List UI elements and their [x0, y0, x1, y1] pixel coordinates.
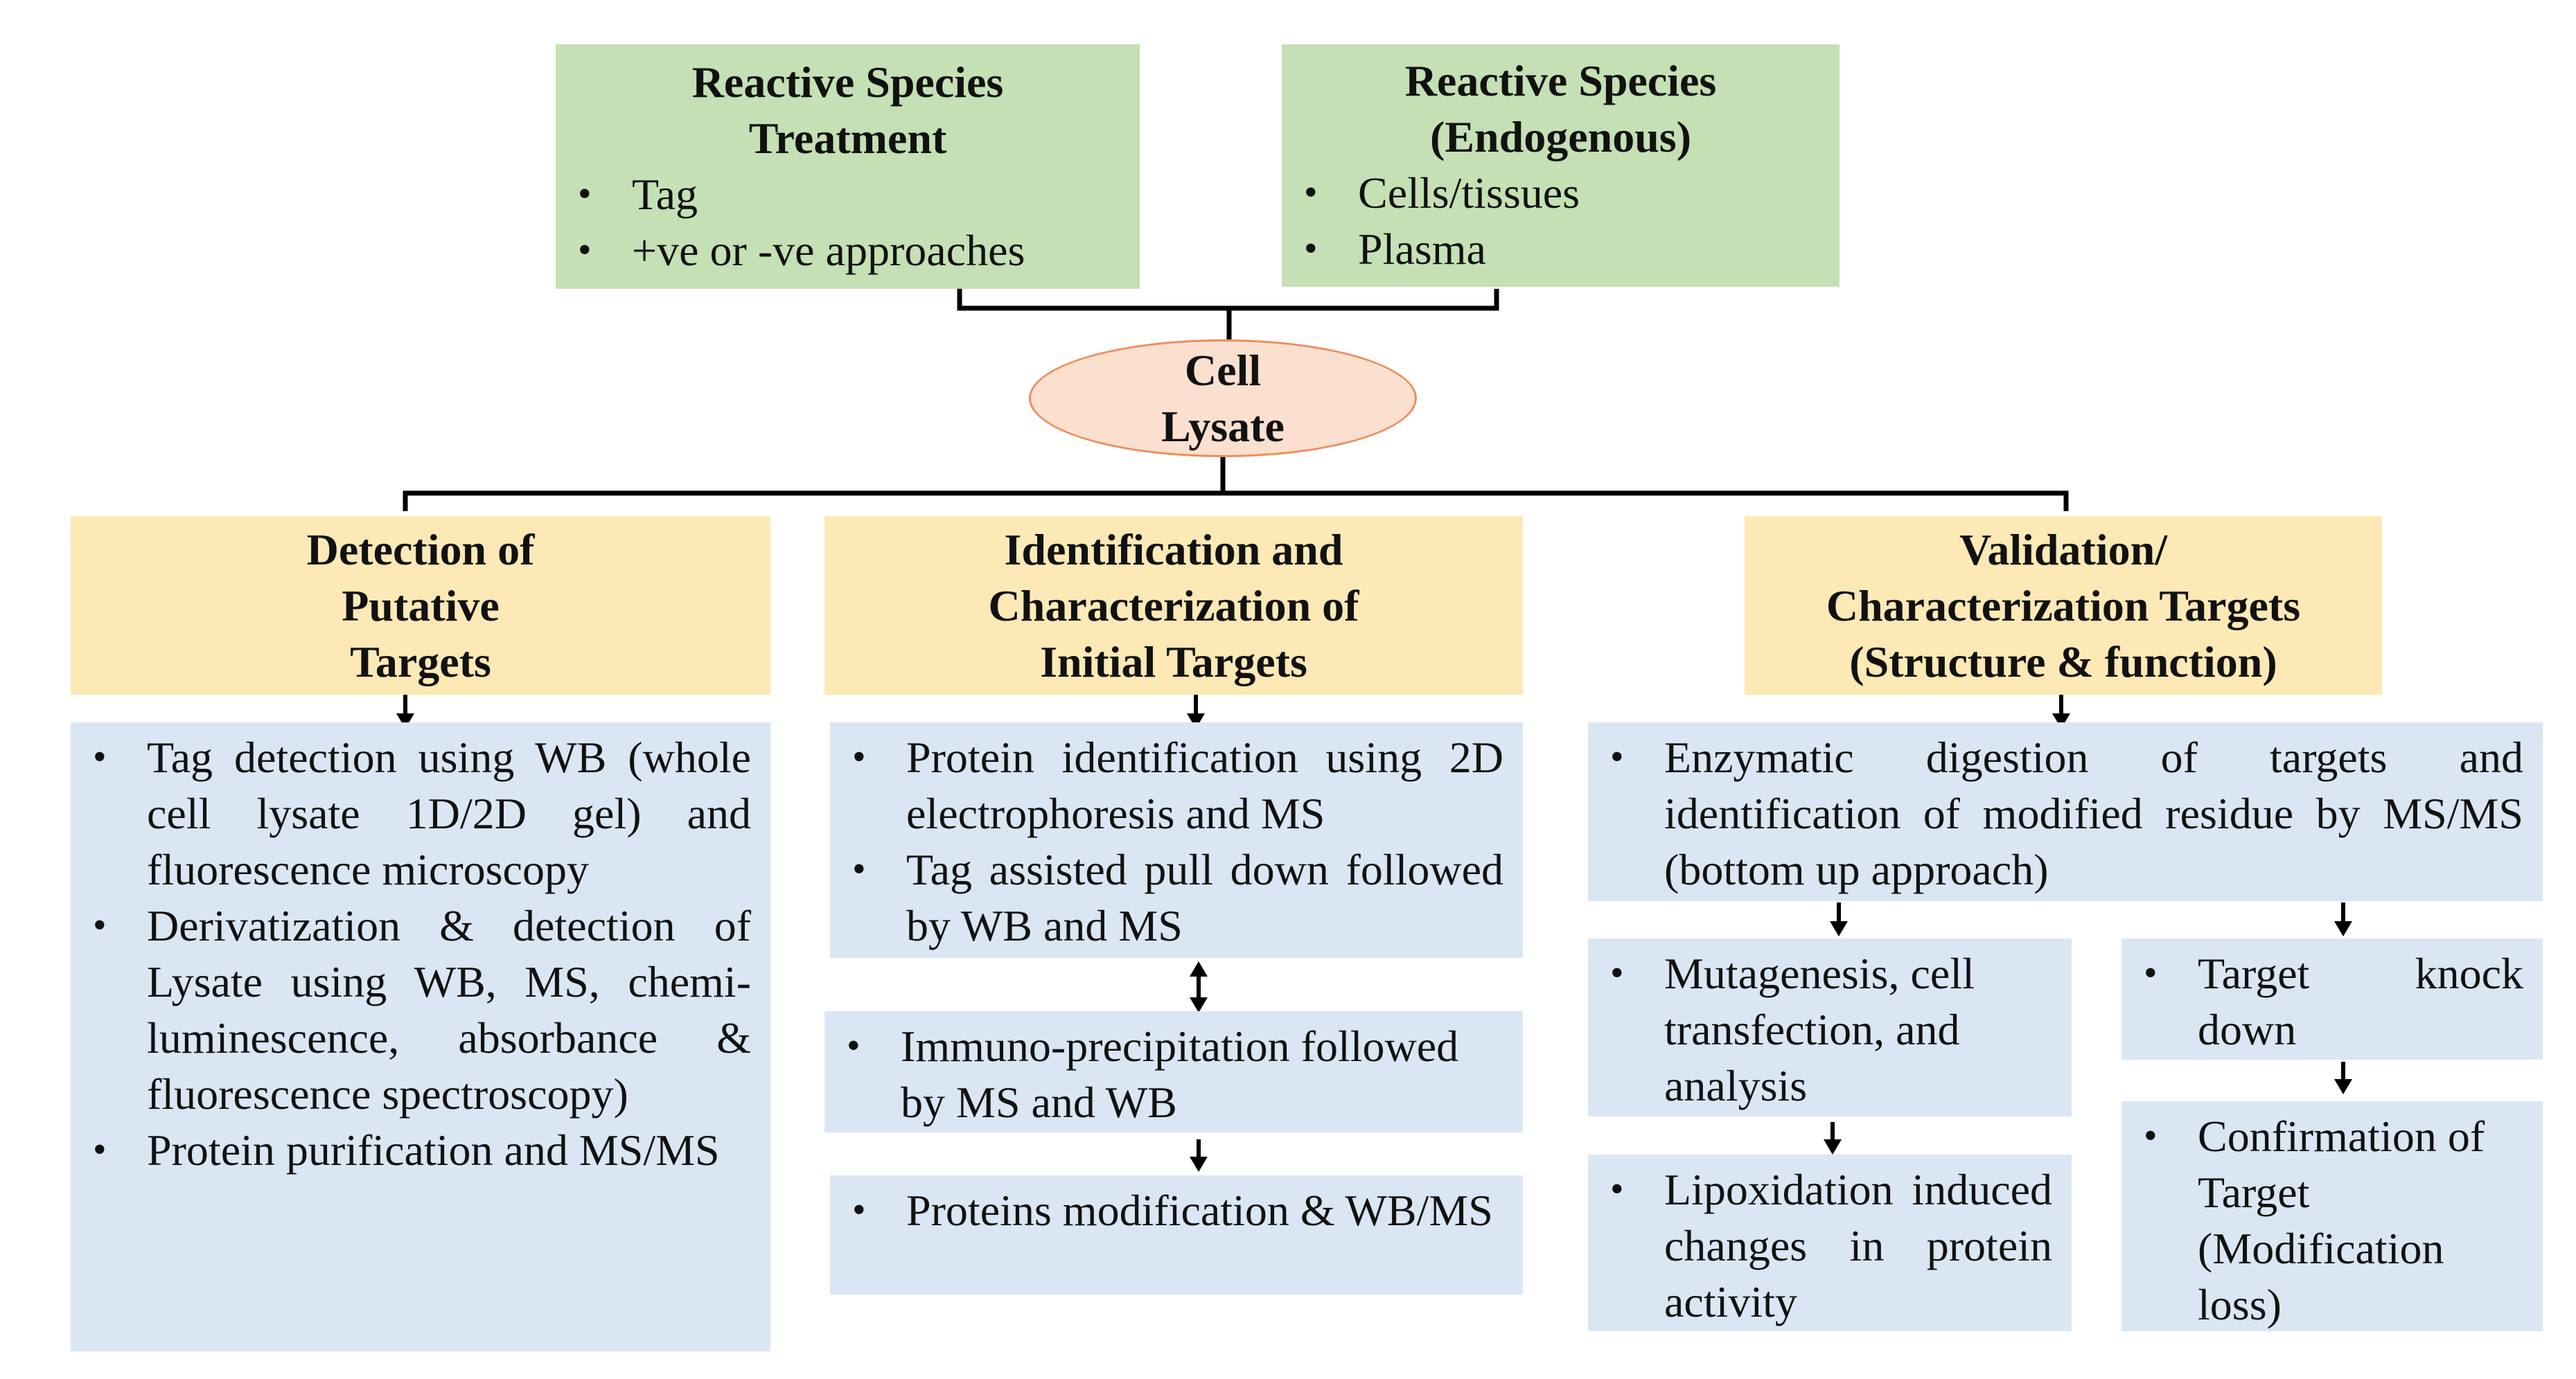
list-item: Confirmation of Target (Modification los…	[2121, 1108, 2523, 1333]
arrow-col2-box2	[1190, 1139, 1208, 1172]
arrow-col1-header	[396, 695, 414, 729]
reactive-species-endogenous-title: Reactive Species (Endogenous)	[1404, 56, 1717, 161]
detection-methods-list: Tag detection using WB (whole cell lysat…	[71, 722, 770, 1178]
identification-list-2: Immuno-precipitation followed by MS and …	[824, 1011, 1523, 1130]
reactive-species-treatment-title: Reactive Species Treatment	[691, 57, 1004, 163]
arrow-col3-left-lower	[1824, 1122, 1842, 1155]
arrow-col3-header	[2052, 695, 2070, 729]
list-item: +ve or -ve approaches	[556, 222, 1140, 278]
validation-targets-header: Validation/ Characterization Targets (St…	[1745, 516, 2382, 695]
double-arrow-col2	[1190, 961, 1208, 1013]
cell-lysate-oval: Cell Lysate	[1029, 339, 1417, 457]
list-item: Mutagenesis, cell transfection, and anal…	[1588, 945, 2052, 1114]
arrow-col3-left	[1830, 902, 1848, 936]
identification-box-2: Immuno-precipitation followed by MS and …	[824, 1011, 1523, 1132]
list-item: Derivatization & detection of Lysate usi…	[71, 898, 751, 1122]
identification-list-1: Protein identification using 2D electrop…	[830, 722, 1523, 954]
validation-top-list: Enzymatic digestion of targets and ident…	[1588, 722, 2543, 898]
target-knockdown-list: Target knock down	[2121, 938, 2543, 1058]
reactive-species-treatment-list: Tag +ve or -ve approaches	[556, 166, 1140, 278]
reactive-species-endogenous-box: Reactive Species (Endogenous) Cells/tiss…	[1282, 44, 1840, 287]
list-item: Tag	[556, 166, 1140, 222]
list-item: Protein identification using 2D electrop…	[830, 729, 1503, 842]
top-bracket-connector	[957, 289, 1499, 311]
cell-lysate-label: Cell Lysate	[1161, 346, 1285, 451]
identification-box-1: Protein identification using 2D electrop…	[830, 722, 1523, 958]
arrow-col2-header	[1187, 695, 1205, 729]
detection-putative-targets-header: Detection of Putative Targets	[71, 516, 770, 695]
reactive-species-endogenous-list: Cells/tissues Plasma	[1282, 165, 1840, 277]
list-item: Tag detection using WB (whole cell lysat…	[71, 729, 751, 898]
identification-list-3: Proteins modification & WB/MS	[830, 1175, 1523, 1238]
arrow-col3-right	[2334, 902, 2352, 936]
lipoxidation-list: Lipoxidation induced changes in protein …	[1588, 1155, 2072, 1330]
list-item: Enzymatic digestion of targets and ident…	[1588, 729, 2523, 898]
arrow-col3-right-lower	[2334, 1062, 2352, 1094]
confirmation-target-box: Confirmation of Target (Modification los…	[2121, 1101, 2543, 1331]
list-item: Protein purification and MS/MS	[71, 1122, 751, 1178]
mutagenesis-list: Mutagenesis, cell transfection, and anal…	[1588, 938, 2072, 1114]
reactive-species-treatment-box: Reactive Species Treatment Tag +ve or -v…	[556, 44, 1140, 289]
identification-box-3: Proteins modification & WB/MS	[830, 1175, 1523, 1295]
list-item: Tag assisted pull down followed by WB an…	[830, 842, 1503, 954]
list-item: Lipoxidation induced changes in protein …	[1588, 1162, 2052, 1330]
validation-top-box: Enzymatic digestion of targets and ident…	[1588, 722, 2543, 901]
list-item: Immuno-precipitation followed by MS and …	[824, 1018, 1503, 1130]
list-item: Cells/tissues	[1282, 165, 1840, 221]
target-knockdown-box: Target knock down	[2121, 938, 2543, 1060]
confirmation-target-list: Confirmation of Target (Modification los…	[2121, 1101, 2543, 1333]
mutagenesis-box: Mutagenesis, cell transfection, and anal…	[1588, 938, 2072, 1116]
columns-bracket-connector	[403, 490, 2069, 511]
list-item: Plasma	[1282, 221, 1840, 277]
lipoxidation-box: Lipoxidation induced changes in protein …	[1588, 1155, 2072, 1331]
list-item: Proteins modification & WB/MS	[830, 1182, 1503, 1238]
detection-methods-box: Tag detection using WB (whole cell lysat…	[71, 722, 770, 1351]
list-item: Target knock down	[2121, 945, 2523, 1058]
identification-initial-targets-header: Identification and Characterization of I…	[824, 516, 1523, 695]
